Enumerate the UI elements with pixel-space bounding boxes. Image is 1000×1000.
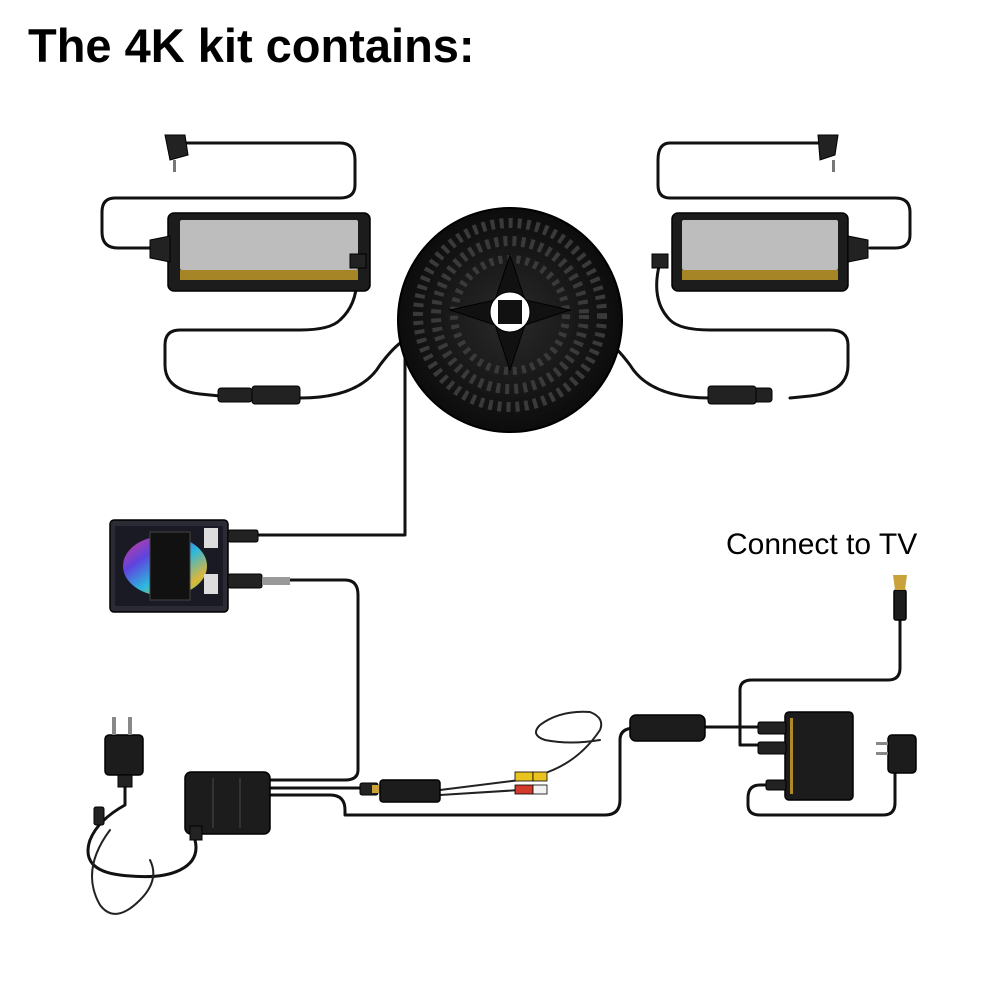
hdmi-splitter-box (757, 711, 854, 801)
dc-connectors (217, 385, 773, 405)
cables (86, 141, 912, 915)
connect-to-tv-label: Connect to TV (726, 528, 918, 561)
hdmi-switch-hub (184, 771, 271, 841)
ambilight-controller-box (109, 519, 290, 613)
left-power-adapter (149, 134, 371, 292)
led-strip-reel (397, 207, 623, 433)
right-power-adapter (651, 134, 869, 292)
usb-power-charger (93, 717, 144, 826)
hdmi-plug-to-tv (893, 575, 907, 621)
splitter-power-adapter (876, 734, 917, 774)
hdmi-av-converter (359, 714, 706, 803)
page-title: The 4K kit contains: (28, 19, 475, 72)
